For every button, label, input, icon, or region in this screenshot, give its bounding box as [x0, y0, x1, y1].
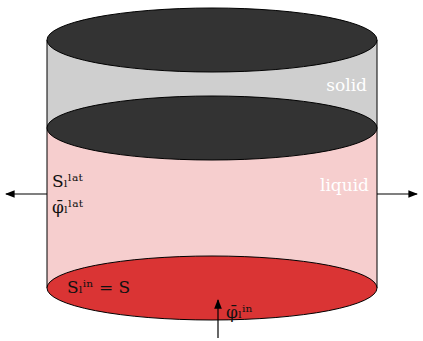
inlet-face — [47, 256, 377, 320]
solid-region: solid — [47, 40, 377, 128]
region-label: solid — [326, 76, 367, 95]
lateral-flux-arrow — [377, 193, 417, 194]
liquid-region: liquidSₗⁱⁿ = S — [47, 128, 377, 288]
region-label: liquid — [320, 176, 369, 195]
top-face — [47, 8, 377, 72]
lateral-surface-label: Sₗˡᵃᵗ — [52, 172, 83, 191]
region-label: Sₗⁱⁿ = S — [67, 278, 130, 297]
lateral-flux-label: φ̄ₗˡᵃᵗ — [52, 198, 83, 217]
inlet-flux-label: φ̄ₗⁱⁿ — [226, 303, 253, 322]
inlet-face-region: Sₗⁱⁿ = S — [47, 256, 377, 320]
interface-face — [47, 96, 377, 160]
lateral-flux-arrow — [6, 193, 47, 194]
inlet-flux-arrow — [217, 300, 218, 338]
